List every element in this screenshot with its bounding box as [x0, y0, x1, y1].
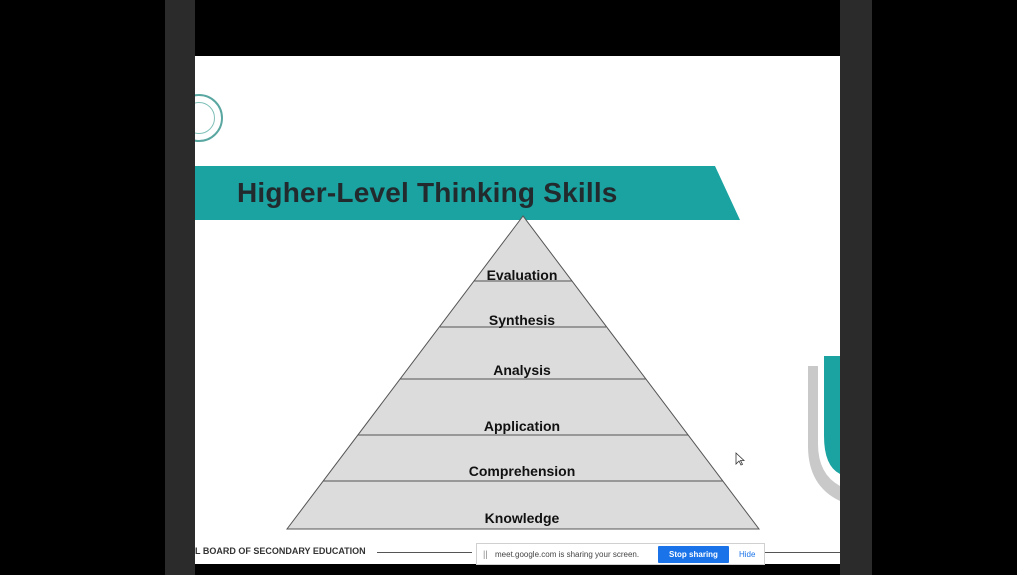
slide-title: Higher-Level Thinking Skills [237, 177, 618, 208]
footer-rule-right [761, 552, 840, 553]
pyramid-level-evaluation: Evaluation [487, 267, 558, 283]
pyramid-diagram: Evaluation Synthesis Analysis Applicatio… [285, 215, 761, 530]
left-black-margin [0, 0, 165, 575]
title-banner [195, 166, 740, 220]
hide-button[interactable]: Hide [739, 550, 756, 559]
presentation-slide: Higher-Level Thinking Skills Evaluation … [195, 56, 840, 564]
left-window-border [165, 0, 195, 575]
decorative-logo-shape [808, 356, 840, 501]
stop-sharing-button[interactable]: Stop sharing [658, 546, 729, 563]
pyramid-level-application: Application [484, 418, 560, 434]
screen-share-bar: || meet.google.com is sharing your scree… [476, 543, 765, 565]
right-window-border [840, 0, 872, 575]
footer-rule-left [377, 552, 472, 553]
drag-handle-icon[interactable]: || [483, 549, 488, 559]
pyramid-level-analysis: Analysis [493, 362, 551, 378]
share-status-text: meet.google.com is sharing your screen. [495, 550, 640, 559]
pyramid-shape [285, 215, 761, 530]
pyramid-level-synthesis: Synthesis [489, 312, 555, 328]
footer-board-name: L BOARD OF SECONDARY EDUCATION [195, 546, 366, 556]
top-black-area [195, 0, 840, 56]
right-black-margin [872, 0, 1017, 575]
pyramid-level-comprehension: Comprehension [469, 463, 576, 479]
pyramid-level-knowledge: Knowledge [485, 510, 560, 526]
mouse-cursor-icon [735, 452, 745, 466]
